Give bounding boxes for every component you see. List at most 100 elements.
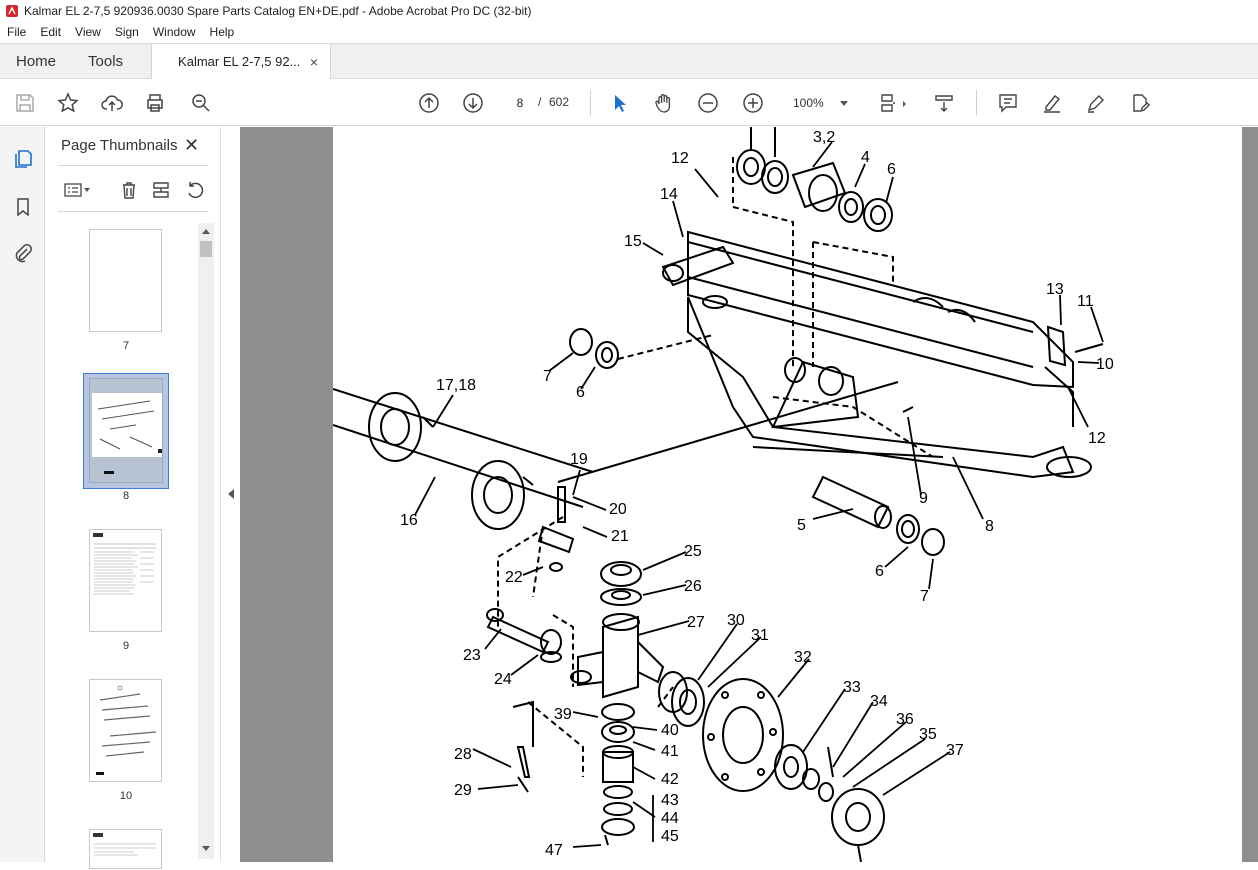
callout-4: 4: [861, 149, 870, 166]
menu-sign[interactable]: Sign: [114, 25, 139, 39]
panel-divider: [58, 165, 208, 166]
tab-document[interactable]: Kalmar EL 2-7,5 92... ×: [151, 44, 332, 79]
thumbnail-page-10[interactable]: [89, 679, 162, 782]
menu-view[interactable]: View: [75, 25, 101, 39]
menu-edit[interactable]: Edit: [40, 25, 62, 39]
bookmarks-rail-button[interactable]: [9, 193, 37, 221]
thumbnail-page-9[interactable]: [89, 529, 162, 632]
previous-page-button[interactable]: [416, 90, 442, 116]
star-icon: [57, 92, 79, 113]
comment-button[interactable]: [995, 90, 1021, 116]
paperclip-icon: [15, 244, 32, 263]
exploded-parts-drawing: 3,2 12 4 6 14 15 13 11 10 7 6 17,18 12 9…: [333, 127, 1114, 862]
callout-17-18: 17,18: [436, 377, 476, 394]
zoom-in-button[interactable]: [740, 90, 766, 116]
callout-41: 41: [661, 743, 679, 760]
edit-pdf-button[interactable]: [1127, 90, 1153, 116]
save-button[interactable]: [12, 90, 38, 116]
search-icon: [192, 94, 210, 112]
print-button[interactable]: [142, 90, 168, 116]
scroll-up-icon[interactable]: [202, 229, 210, 234]
scroll-down-icon[interactable]: [202, 846, 210, 851]
page-thumbnails-rail-button[interactable]: [9, 145, 37, 173]
callout-6: 6: [576, 384, 585, 401]
highlighter-icon: [1044, 95, 1061, 113]
extract-page-button[interactable]: [148, 177, 174, 203]
bookmark-icon: [17, 198, 29, 217]
menu-file[interactable]: File: [7, 25, 27, 39]
tab-tools[interactable]: Tools: [88, 52, 124, 70]
pen-sign-icon: [1087, 95, 1104, 113]
callout-14: 14: [660, 186, 678, 203]
tab-close-icon[interactable]: ×: [309, 53, 319, 70]
callout-10: 10: [1096, 356, 1114, 373]
thumbnail-page-11[interactable]: [89, 829, 162, 869]
list-options-icon: [64, 183, 90, 197]
callout-21: 21: [611, 528, 629, 545]
callout-40: 40: [661, 722, 679, 739]
share-button[interactable]: [99, 90, 125, 116]
callout-33: 33: [843, 679, 861, 696]
thumbnail-page-7[interactable]: [89, 229, 162, 332]
tab-home[interactable]: Home: [16, 52, 57, 70]
minus-circle-icon: [698, 93, 718, 113]
page-number-input[interactable]: 8: [505, 91, 535, 115]
callout-5: 5: [797, 517, 806, 534]
scrollbar-thumb[interactable]: [200, 241, 212, 257]
save-icon: [16, 94, 34, 112]
callout-22: 22: [505, 569, 523, 586]
callout-7: 7: [543, 368, 552, 385]
panel-splitter[interactable]: [220, 127, 240, 862]
thumbnail-label: 10: [119, 790, 133, 802]
callout-42: 42: [661, 771, 679, 788]
panel-divider: [58, 211, 208, 212]
tab-document-label: Kalmar EL 2-7,5 92...: [178, 54, 301, 69]
thumbnail-drawing-preview: [96, 685, 157, 775]
callout-29: 29: [454, 782, 472, 799]
collapse-panel-icon[interactable]: [228, 489, 234, 499]
thumbnail-options-button[interactable]: [60, 177, 94, 203]
callout-15: 15: [624, 233, 642, 250]
scroll-mode-button[interactable]: [931, 90, 957, 116]
printer-icon: [147, 94, 163, 112]
rotate-page-button[interactable]: [182, 177, 208, 203]
attachments-rail-button[interactable]: [9, 239, 37, 267]
callout-31: 31: [751, 627, 769, 644]
callout-44: 44: [661, 810, 679, 827]
callout-36: 36: [896, 711, 914, 728]
plus-circle-icon: [743, 93, 763, 113]
document-viewport[interactable]: 3,2 12 4 6 14 15 13 11 10 7 6 17,18 12 9…: [240, 127, 1258, 862]
callout-26: 26: [684, 578, 702, 595]
callout-12: 12: [671, 150, 689, 167]
menu-help[interactable]: Help: [209, 25, 235, 39]
select-tool-button[interactable]: [607, 90, 633, 116]
thumbnail-page-8[interactable]: [89, 378, 163, 483]
toolbar-divider: [976, 90, 977, 116]
fit-page-button[interactable]: [876, 90, 912, 116]
bookmark-star-button[interactable]: [55, 90, 81, 116]
thumbnail-label: 8: [122, 490, 130, 502]
thumbnails-scrollbar[interactable]: [198, 223, 214, 859]
callout-25: 25: [684, 543, 702, 560]
hand-icon: [655, 94, 671, 113]
callout-43: 43: [661, 792, 679, 809]
panel-close-icon[interactable]: ✕: [184, 135, 200, 155]
highlight-button[interactable]: [1039, 90, 1065, 116]
thumbnail-drawing-preview: [92, 393, 162, 474]
trash-icon: [123, 182, 135, 199]
zoom-level-dropdown[interactable]: 100%: [786, 91, 854, 115]
find-button[interactable]: [188, 90, 214, 116]
menu-window[interactable]: Window: [152, 25, 196, 39]
next-page-button[interactable]: [460, 90, 486, 116]
tab-bar: Home Tools Kalmar EL 2-7,5 92... ×: [0, 43, 1258, 79]
hand-tool-button[interactable]: [651, 90, 677, 116]
callout-34: 34: [870, 693, 888, 710]
pdf-page: 3,2 12 4 6 14 15 13 11 10 7 6 17,18 12 9…: [333, 127, 1242, 862]
callout-3-2: 3,2: [813, 129, 835, 146]
zoom-out-button[interactable]: [695, 90, 721, 116]
thumbnail-label: 7: [122, 340, 130, 352]
callout-7: 7: [920, 588, 929, 605]
callout-27: 27: [687, 614, 705, 631]
delete-page-button[interactable]: [116, 177, 142, 203]
sign-button[interactable]: [1083, 90, 1109, 116]
